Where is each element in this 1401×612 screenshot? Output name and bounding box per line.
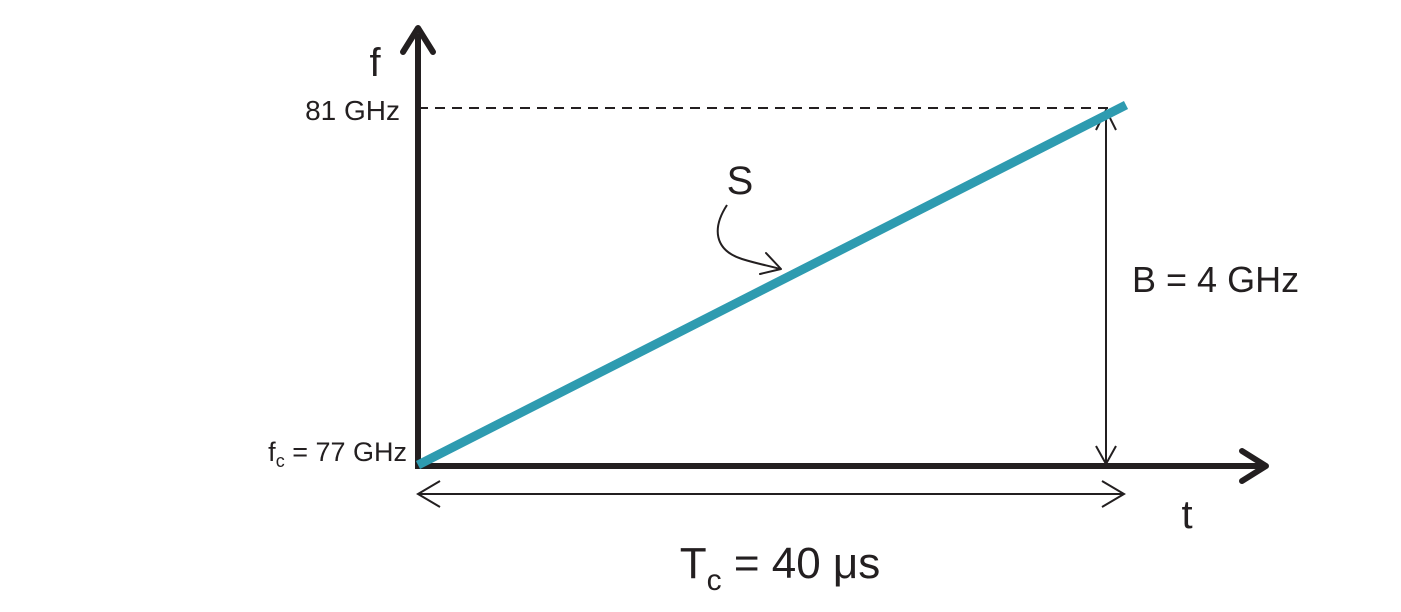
- duration-arrowhead-left: [416, 480, 441, 508]
- x-axis-arrowhead: [1239, 448, 1269, 484]
- fc-label: fc = 77 GHz: [268, 437, 407, 471]
- chirp-duration-label: Tc = 40 μs: [680, 539, 881, 597]
- y-axis-arrowhead: [400, 25, 436, 55]
- bandwidth-label: B = 4 GHz: [1132, 259, 1299, 300]
- slope-pointer-arrowhead: [759, 252, 782, 275]
- slope-pointer-curve: [716, 204, 781, 270]
- bandwidth-arrowhead-bottom: [1095, 445, 1117, 467]
- duration-arrowhead-right: [1101, 480, 1126, 508]
- chirp-ramp-line: [415, 100, 1129, 470]
- f-top-label: 81 GHz: [305, 95, 400, 126]
- slope-label: S: [727, 159, 754, 203]
- y-axis-label: f: [369, 41, 381, 85]
- x-axis-label: t: [1181, 493, 1192, 537]
